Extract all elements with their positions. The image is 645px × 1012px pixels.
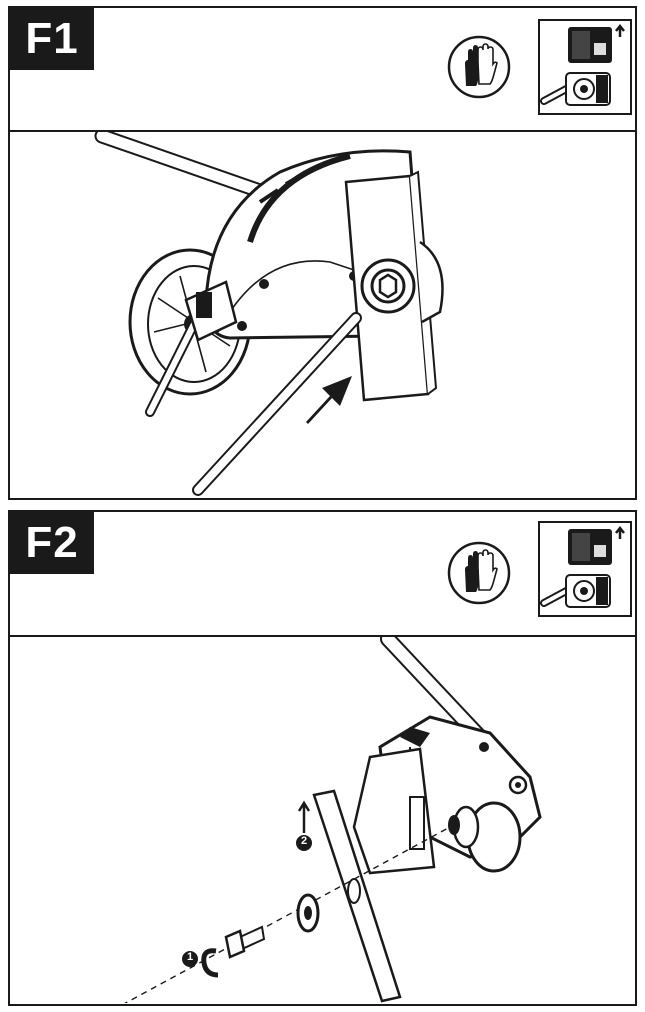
panel-f1: F1 [8,6,637,500]
edger-blade-illustration [10,132,635,498]
step-2-badge: 2 [300,835,308,847]
step-1-badge: 1 [186,951,194,963]
battery-removal-icon [538,19,632,115]
gloves-icon [446,540,512,606]
battery-removal-icon [538,521,632,617]
step-label: F2 [10,512,94,574]
gloves-icon [446,34,512,100]
step-label: F1 [10,8,94,70]
panel-header: F1 [10,8,635,132]
panel-f2: F2 [8,510,637,1006]
blade-removal-illustration: 1 2 [10,637,635,1004]
panel-header: F2 [10,512,635,637]
